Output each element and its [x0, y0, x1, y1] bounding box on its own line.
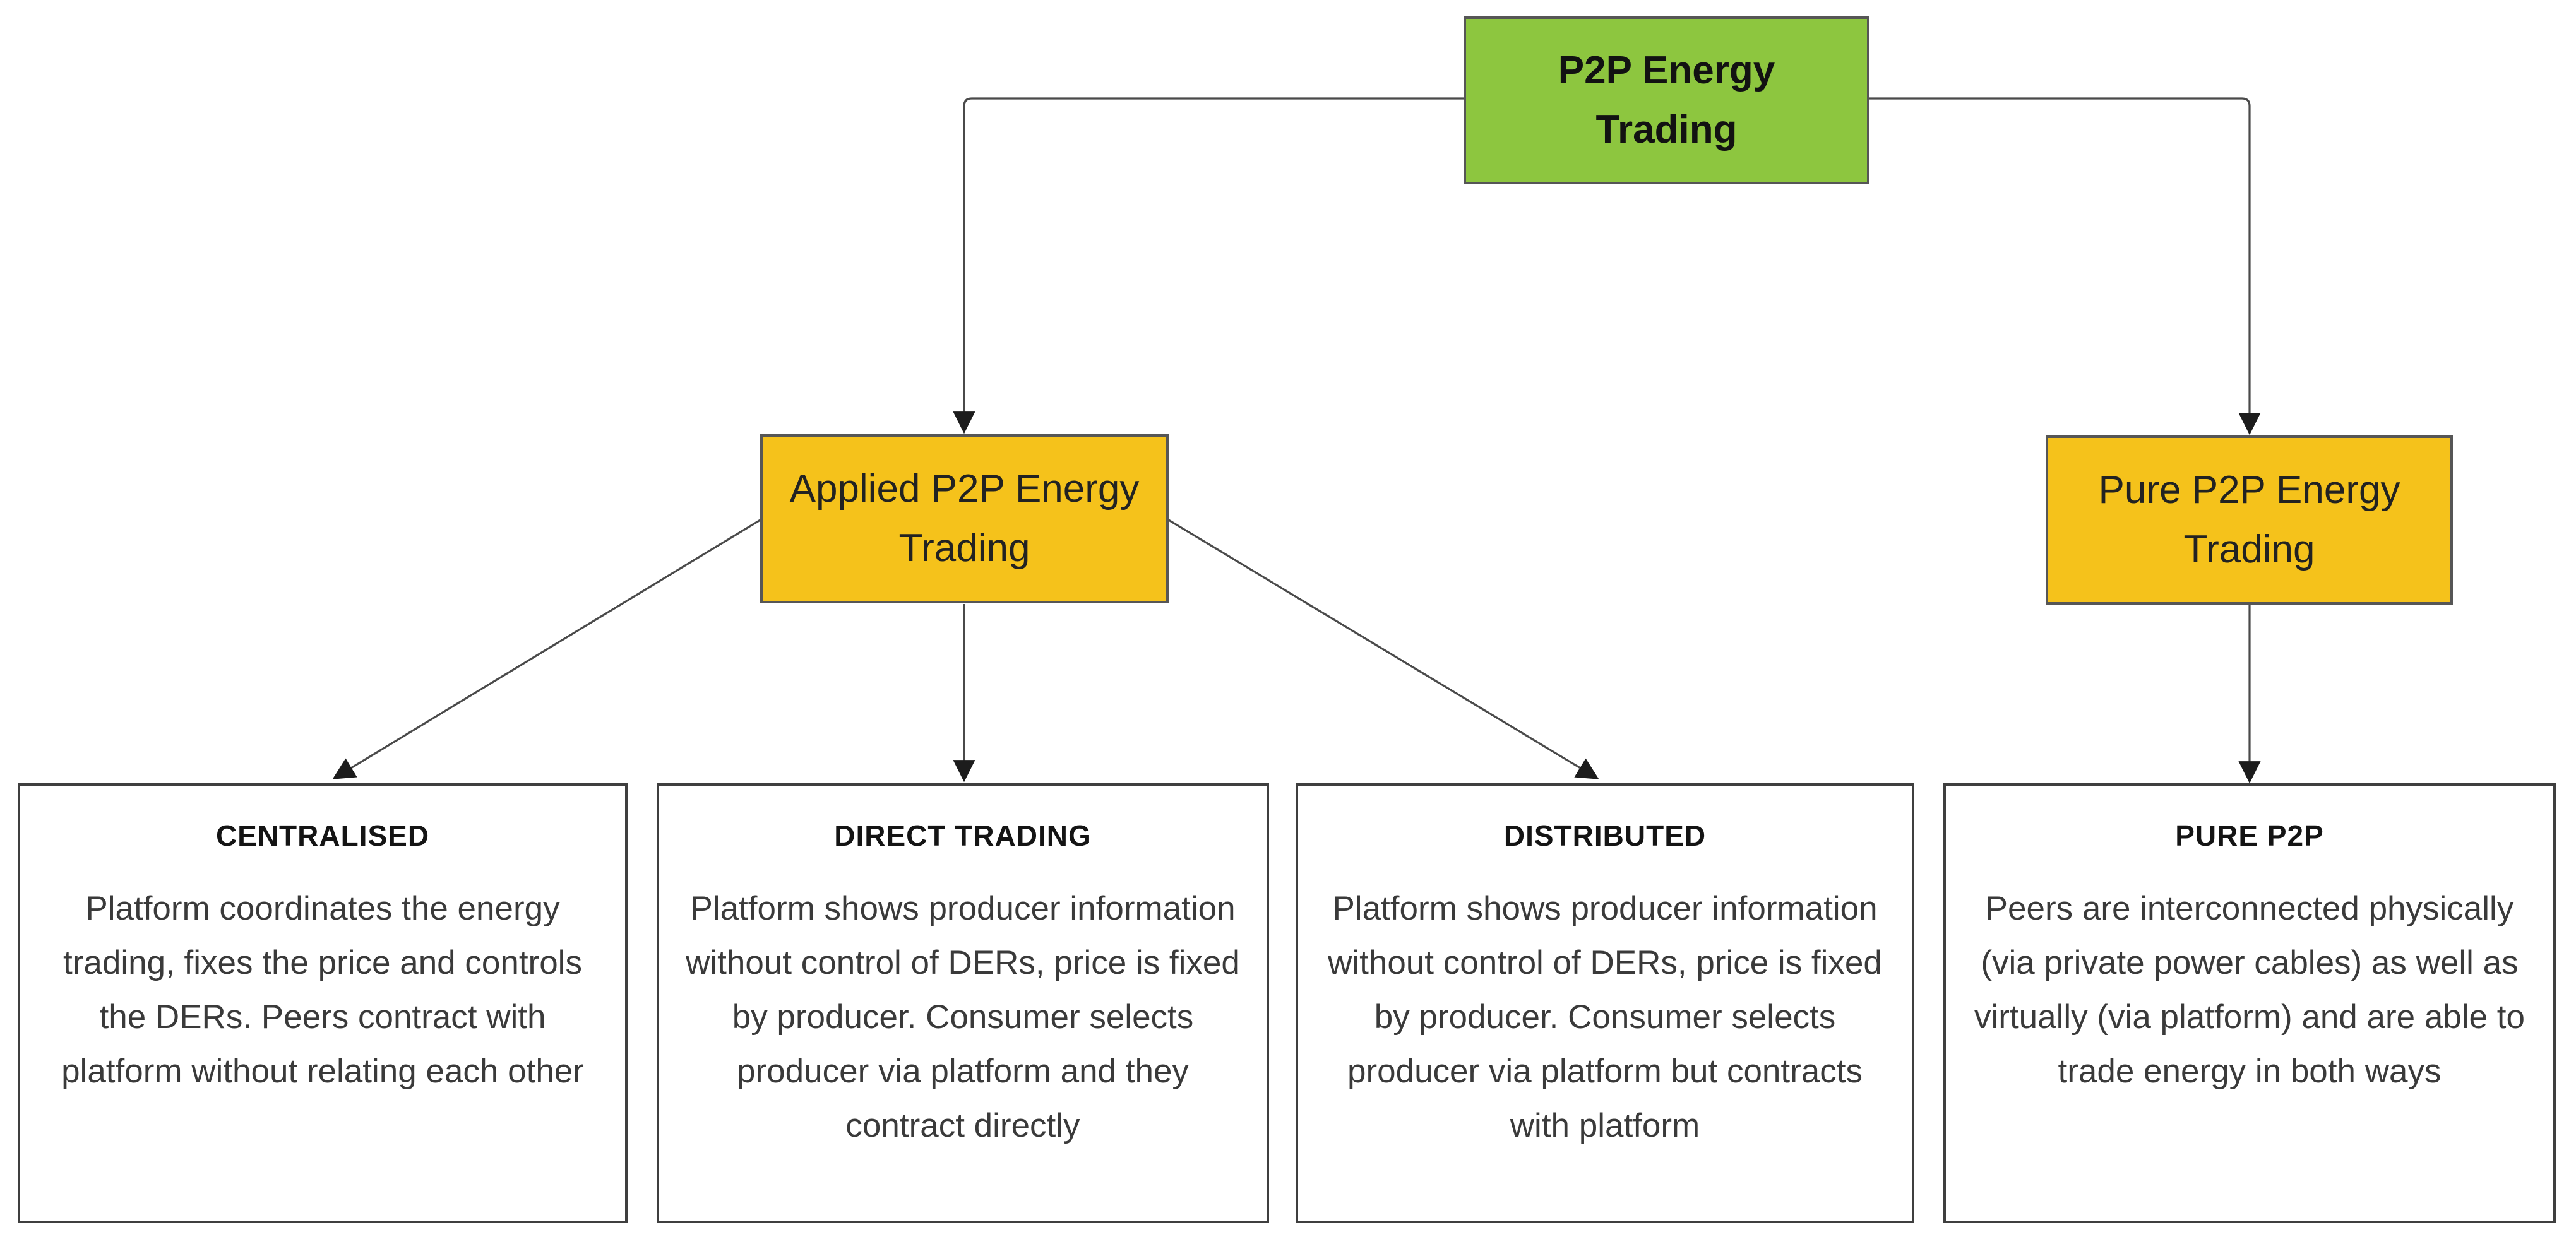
card-title: PURE P2P — [2175, 819, 2324, 852]
connector-root-to-applied — [953, 97, 1464, 434]
card-pure-p2p: PURE P2P Peers are interconnected physic… — [1943, 783, 2556, 1223]
root-node-p2p-energy-trading: P2P Energy Trading — [1464, 16, 1869, 184]
card-description: Platform coordinates the energy trading,… — [61, 890, 584, 1090]
root-node-label: P2P Energy Trading — [1558, 49, 1775, 151]
branch-node-label: Pure P2P Energy Trading — [2098, 468, 2400, 571]
card-direct-trading: DIRECT TRADING Platform shows producer i… — [657, 783, 1269, 1223]
branch-node-applied-p2p: Applied P2P Energy Trading — [760, 434, 1169, 603]
card-description: Platform shows producer information with… — [686, 890, 1240, 1144]
connector-applied-to-centralised — [332, 519, 761, 779]
card-title: DISTRIBUTED — [1503, 819, 1707, 852]
branch-node-label: Applied P2P Energy Trading — [789, 467, 1140, 570]
card-distributed: DISTRIBUTED Platform shows producer info… — [1296, 783, 1914, 1223]
branch-node-pure-p2p: Pure P2P Energy Trading — [2046, 435, 2453, 605]
connector-root-to-pure — [1869, 97, 2261, 435]
connector-applied-to-distributed — [1168, 519, 1599, 779]
card-description: Peers are interconnected physically (via… — [1974, 890, 2525, 1090]
card-title: CENTRALISED — [215, 819, 430, 852]
card-centralised: CENTRALISED Platform coordinates the ene… — [18, 783, 628, 1223]
card-description: Platform shows producer information with… — [1328, 890, 1882, 1144]
card-title: DIRECT TRADING — [834, 819, 1092, 852]
